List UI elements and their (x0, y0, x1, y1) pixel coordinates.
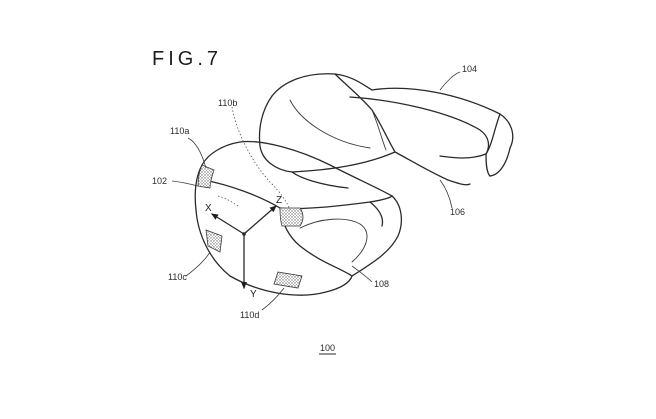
label-110b: 110b (218, 98, 237, 108)
label-106: 106 (450, 207, 465, 217)
marker-110a (197, 164, 215, 189)
label-110c: 110c (168, 272, 187, 282)
markers (197, 164, 304, 289)
label-110a: 110a (170, 126, 189, 136)
coordinate-axes (211, 205, 277, 289)
assembly-reference: 100 (320, 343, 335, 353)
label-108: 108 (374, 279, 389, 289)
headband (258, 73, 514, 189)
axis-z-label: Z (276, 195, 282, 206)
marker-110b (279, 207, 304, 227)
axis-y-label: Y (250, 289, 257, 300)
leader-lines (171, 71, 461, 311)
label-110d: 110d (240, 310, 259, 320)
label-102: 102 (152, 176, 167, 186)
marker-110c (205, 229, 223, 253)
axis-x-label: X (205, 203, 212, 214)
marker-110d (273, 271, 303, 289)
figure-title: FIG.7 (152, 48, 222, 70)
label-104: 104 (462, 64, 477, 74)
